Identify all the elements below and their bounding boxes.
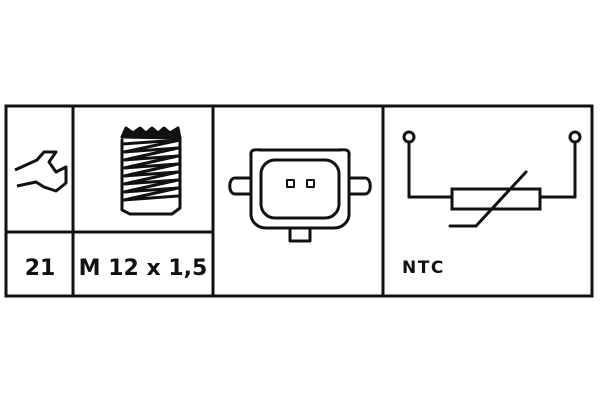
- wrench-icon: [14, 150, 68, 193]
- ntc-thermistor-symbol-icon: [402, 130, 582, 228]
- thread-size-label: M 12 x 1,5: [79, 256, 208, 281]
- threaded-bolt-icon: [120, 126, 182, 216]
- wrench-size-label: 21: [25, 256, 56, 281]
- spec-table-frame: [4, 104, 594, 298]
- two-pin-connector-icon: [228, 148, 372, 243]
- sensor-type-label: NTC: [402, 258, 445, 278]
